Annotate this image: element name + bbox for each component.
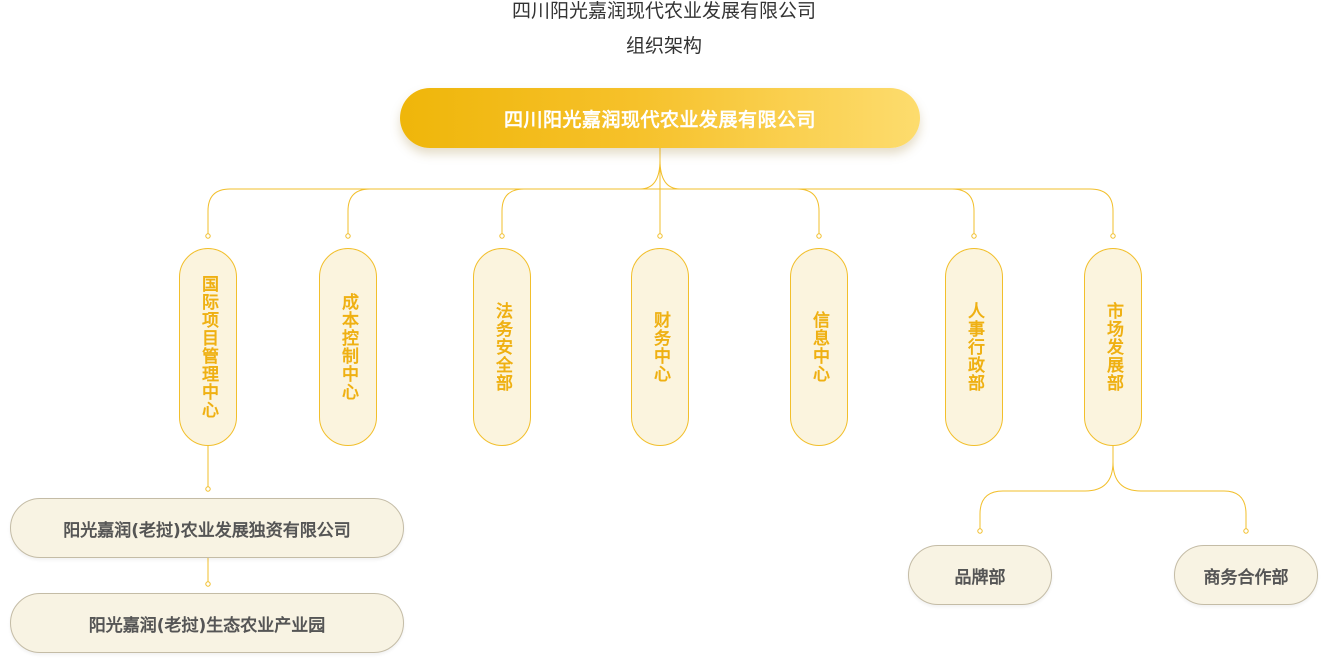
business-cooperation-node[interactable]: 商务合作部 <box>1174 545 1318 605</box>
laos-eco-park-node[interactable]: 阳光嘉润(老挝)生态农业产业园 <box>10 593 404 653</box>
connector-dot <box>205 233 211 239</box>
dept-international-project-center[interactable]: 国际项目管理中心 <box>179 248 237 446</box>
branch-right-curve <box>659 159 681 190</box>
connector-dot <box>816 233 822 239</box>
laos-agri-company-node[interactable]: 阳光嘉润(老挝)农业发展独资有限公司 <box>10 498 404 558</box>
root-company-node[interactable]: 四川阳光嘉润现代农业发展有限公司 <box>400 88 920 148</box>
dept-label: 市场发展部 <box>1103 302 1123 392</box>
company-heading: 四川阳光嘉润现代农业发展有限公司 <box>511 0 816 22</box>
dept-label: 国际项目管理中心 <box>198 275 218 419</box>
connector-dot <box>977 528 983 534</box>
branch-dept-5 <box>796 188 820 236</box>
connector-dot <box>499 233 505 239</box>
dept-finance-center[interactable]: 财务中心 <box>631 248 689 446</box>
connector-dot <box>205 486 211 492</box>
dept-cost-control-center[interactable]: 成本控制中心 <box>319 248 377 446</box>
branch-dept-1 <box>207 188 231 236</box>
connector-dot <box>1110 233 1116 239</box>
branch-left-curve <box>639 159 661 190</box>
dept-label: 法务安全部 <box>492 302 512 392</box>
branch-dept-2 <box>347 188 371 236</box>
dept-hr-admin[interactable]: 人事行政部 <box>945 248 1003 446</box>
dept-label: 人事行政部 <box>964 302 984 392</box>
branch-dept-6 <box>951 188 975 236</box>
branch-market-right <box>1112 461 1247 531</box>
dept-legal-safety[interactable]: 法务安全部 <box>473 248 531 446</box>
connector-dot <box>1243 528 1249 534</box>
connector-dot <box>205 581 211 587</box>
brand-dept-node[interactable]: 品牌部 <box>908 545 1052 605</box>
dept-market-development[interactable]: 市场发展部 <box>1084 248 1142 446</box>
dept-label: 信息中心 <box>809 311 829 383</box>
dept-information-center[interactable]: 信息中心 <box>790 248 848 446</box>
branch-dept-3 <box>501 188 525 236</box>
connector-dot <box>971 233 977 239</box>
connector-dot <box>345 233 351 239</box>
branch-market-left <box>979 461 1114 531</box>
dept-label: 成本控制中心 <box>338 293 358 401</box>
dept-label: 财务中心 <box>650 311 670 383</box>
org-chart-subtitle: 组织架构 <box>625 35 702 57</box>
connector-dot <box>657 233 663 239</box>
branch-dept-7 <box>1089 188 1114 236</box>
